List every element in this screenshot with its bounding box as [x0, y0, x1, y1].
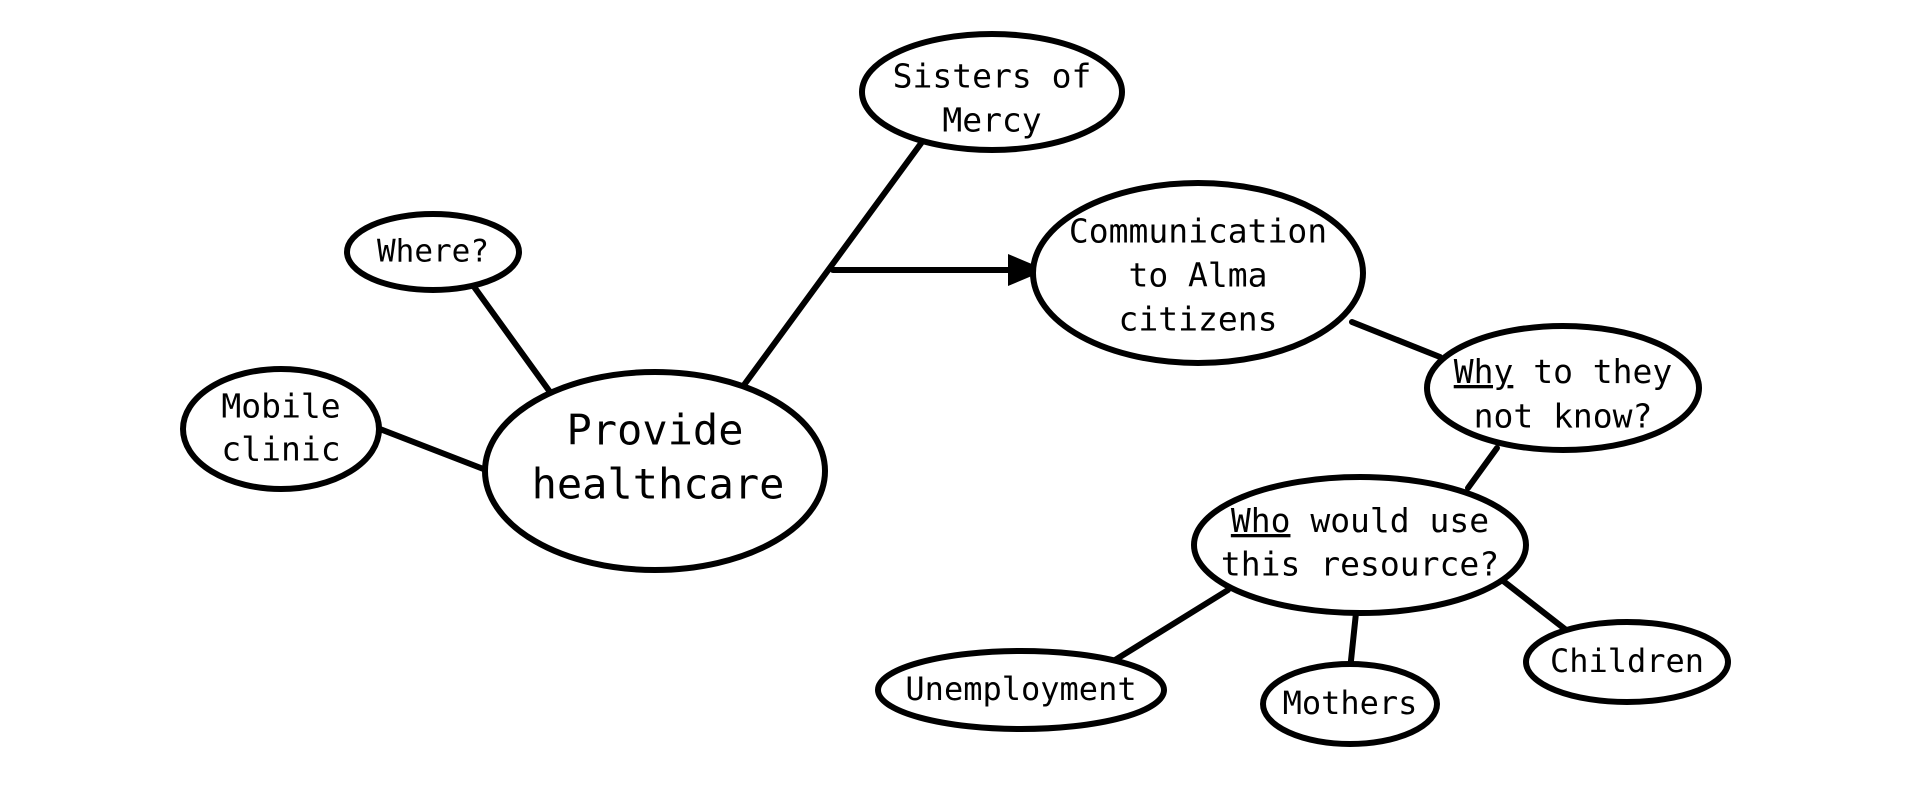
node-mobile-label-1: Mobile — [221, 387, 340, 426]
node-communication: Communication to Alma citizens — [1030, 180, 1366, 366]
node-who-rest: would use — [1290, 501, 1489, 540]
node-communication-label-1: Communication — [1069, 212, 1327, 251]
node-provide-healthcare: Provide healthcare — [482, 369, 828, 573]
node-sisters-shape — [859, 31, 1125, 153]
node-mothers: Mothers — [1260, 661, 1440, 747]
edge-who-mothers — [1347, 610, 1359, 673]
edge-communication-why — [1349, 319, 1443, 360]
edge-why-who — [1465, 445, 1500, 491]
arrowhead-communication — [1008, 254, 1046, 286]
node-where: Where? — [344, 211, 522, 293]
node-where-label: Where? — [377, 234, 489, 270]
node-why-underlined: Why — [1454, 352, 1514, 391]
node-mothers-label: Mothers — [1283, 684, 1418, 722]
node-why-label-1: Why to they — [1454, 352, 1673, 391]
node-children-shape — [1523, 619, 1731, 705]
node-communication-label-2: to Alma — [1128, 256, 1267, 295]
edge-who-children — [1499, 577, 1573, 636]
node-why-rest: to they — [1513, 352, 1672, 391]
edges — [377, 139, 1573, 673]
edge-provide-sisters — [741, 139, 925, 388]
node-mobile-shape — [180, 366, 382, 492]
node-provide-label-2: healthcare — [532, 460, 785, 509]
node-why: Why to they not know? — [1424, 323, 1702, 453]
node-provide-shape — [482, 369, 828, 573]
node-unemployment-label: Unemployment — [905, 670, 1136, 708]
node-who-label-2: this resource? — [1221, 545, 1499, 584]
node-who-shape — [1191, 474, 1529, 616]
edge-who-unemployment — [1112, 587, 1231, 663]
node-who: Who would use this resource? — [1191, 474, 1529, 616]
node-mobile-label-2: clinic — [221, 430, 340, 469]
node-children-label: Children — [1550, 642, 1704, 680]
node-unemployment-shape — [875, 648, 1167, 732]
node-mobile-clinic: Mobile clinic — [180, 366, 382, 492]
node-sisters-of-mercy: Sisters of Mercy — [859, 31, 1125, 153]
node-unemployment: Unemployment — [875, 648, 1167, 732]
node-children: Children — [1523, 619, 1731, 705]
node-why-label-2: not know? — [1474, 397, 1653, 436]
node-where-shape — [344, 211, 522, 293]
edge-provide-mobile — [377, 426, 489, 473]
edge-provide-where — [469, 281, 553, 395]
node-mothers-shape — [1260, 661, 1440, 747]
node-provide-label-1: Provide — [566, 406, 743, 455]
node-communication-label-3: citizens — [1119, 300, 1278, 339]
node-communication-shape — [1030, 180, 1366, 366]
node-why-shape — [1424, 323, 1702, 453]
node-sisters-label-2: Mercy — [942, 101, 1041, 140]
node-sisters-label-1: Sisters of — [893, 57, 1092, 96]
node-who-label-1: Who would use — [1231, 501, 1489, 540]
node-who-underlined: Who — [1231, 501, 1291, 540]
